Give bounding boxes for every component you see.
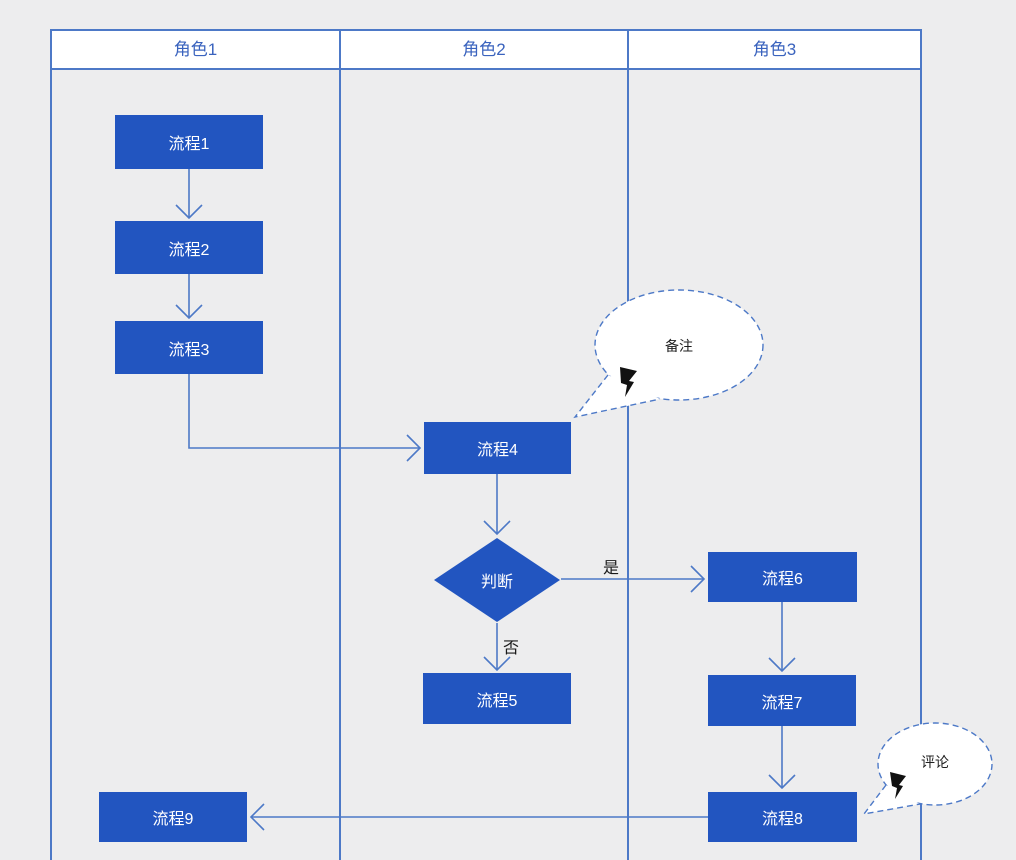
node-process8[interactable]: 流程8	[708, 792, 857, 842]
lane-divider-2-3	[627, 29, 629, 860]
note-callout-label: 备注	[665, 338, 693, 354]
lane-divider-1-2	[339, 29, 341, 860]
comment-callout-label: 评论	[921, 754, 949, 770]
note-callout[interactable]	[573, 289, 764, 419]
note-anchor-bolt-icon	[620, 367, 637, 397]
comment-callout[interactable]	[862, 722, 993, 816]
swimlane-header-band	[50, 29, 922, 70]
node-process2[interactable]: 流程2	[115, 221, 263, 274]
swimlane-right-border	[920, 29, 922, 860]
note-callout-bubble[interactable]	[594, 289, 764, 401]
node-process7[interactable]: 流程7	[708, 675, 856, 726]
lane-header-role2[interactable]: 角色2	[462, 40, 506, 59]
comment-callout-bubble[interactable]	[877, 722, 993, 806]
node-process5[interactable]: 流程5	[423, 673, 571, 724]
edge-label-yes: 是	[602, 560, 619, 577]
connector-p3-p4[interactable]	[188, 374, 422, 462]
node-process9[interactable]: 流程9	[99, 792, 247, 842]
swimlane-left-border	[50, 29, 52, 860]
edge-label-no: 否	[502, 640, 519, 657]
comment-callout-tail	[862, 784, 921, 816]
lane-header-role3[interactable]: 角色3	[752, 40, 797, 59]
node-process6[interactable]: 流程6	[708, 552, 857, 602]
node-process1[interactable]: 流程1	[115, 115, 263, 169]
note-callout-tail	[573, 374, 661, 419]
node-process4[interactable]: 流程4	[424, 422, 571, 474]
comment-anchor-bolt-icon	[890, 772, 906, 799]
lane-header-role1[interactable]: 角色1	[173, 40, 218, 59]
node-process3[interactable]: 流程3	[115, 321, 263, 374]
